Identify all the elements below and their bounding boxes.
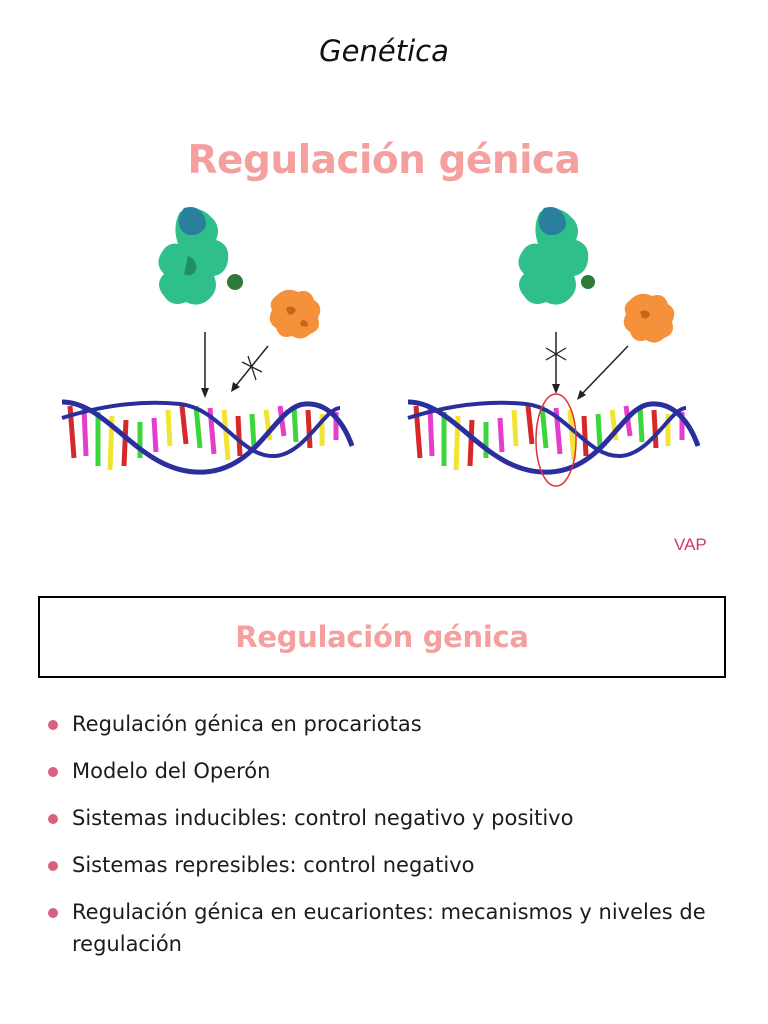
slide2-title: Regulación génica xyxy=(235,620,529,654)
bullet-icon xyxy=(48,908,58,918)
bullet-icon xyxy=(48,720,58,730)
left-panel xyxy=(61,207,355,475)
right-panel xyxy=(407,207,701,487)
list-item: Regulación génica en eucariontes: mecani… xyxy=(44,896,734,960)
list-item: Modelo del Operón xyxy=(44,755,734,787)
list-item-text: Regulación génica en eucariontes: mecani… xyxy=(72,900,706,956)
repressor-protein-icon-bound xyxy=(518,207,595,305)
dna-helix-icon xyxy=(61,399,355,475)
document-header: Genética xyxy=(319,34,449,68)
list-item: Sistemas represibles: control negativo xyxy=(44,849,734,881)
repressor-protein-icon xyxy=(158,207,243,305)
bullet-list: Regulación génica en procariotas Modelo … xyxy=(44,708,734,975)
dna-helix-icon xyxy=(407,393,701,487)
operator-highlight-icon xyxy=(535,393,577,487)
credit-label: VAP xyxy=(674,535,707,554)
gene-regulation-illustration xyxy=(61,207,701,487)
blocked-arrow-icon xyxy=(231,345,269,392)
bullet-icon xyxy=(48,814,58,824)
slide2-title-box: Regulación génica xyxy=(38,596,726,678)
slide1-title: Regulación génica xyxy=(187,138,581,183)
list-item: Sistemas inducibles: control negativo y … xyxy=(44,802,734,834)
list-item: Regulación génica en procariotas xyxy=(44,708,734,740)
bullet-icon xyxy=(48,767,58,777)
list-item-text: Sistemas inducibles: control negativo y … xyxy=(72,806,574,830)
bullet-icon xyxy=(48,861,58,871)
list-item-text: Sistemas represibles: control negativo xyxy=(72,853,475,877)
list-item-text: Regulación génica en procariotas xyxy=(72,712,422,736)
list-item-text: Modelo del Operón xyxy=(72,759,271,783)
inducer-molecule-icon xyxy=(269,289,321,339)
blocked-arrow-icon xyxy=(545,332,567,394)
inducer-molecule-icon xyxy=(623,293,675,343)
